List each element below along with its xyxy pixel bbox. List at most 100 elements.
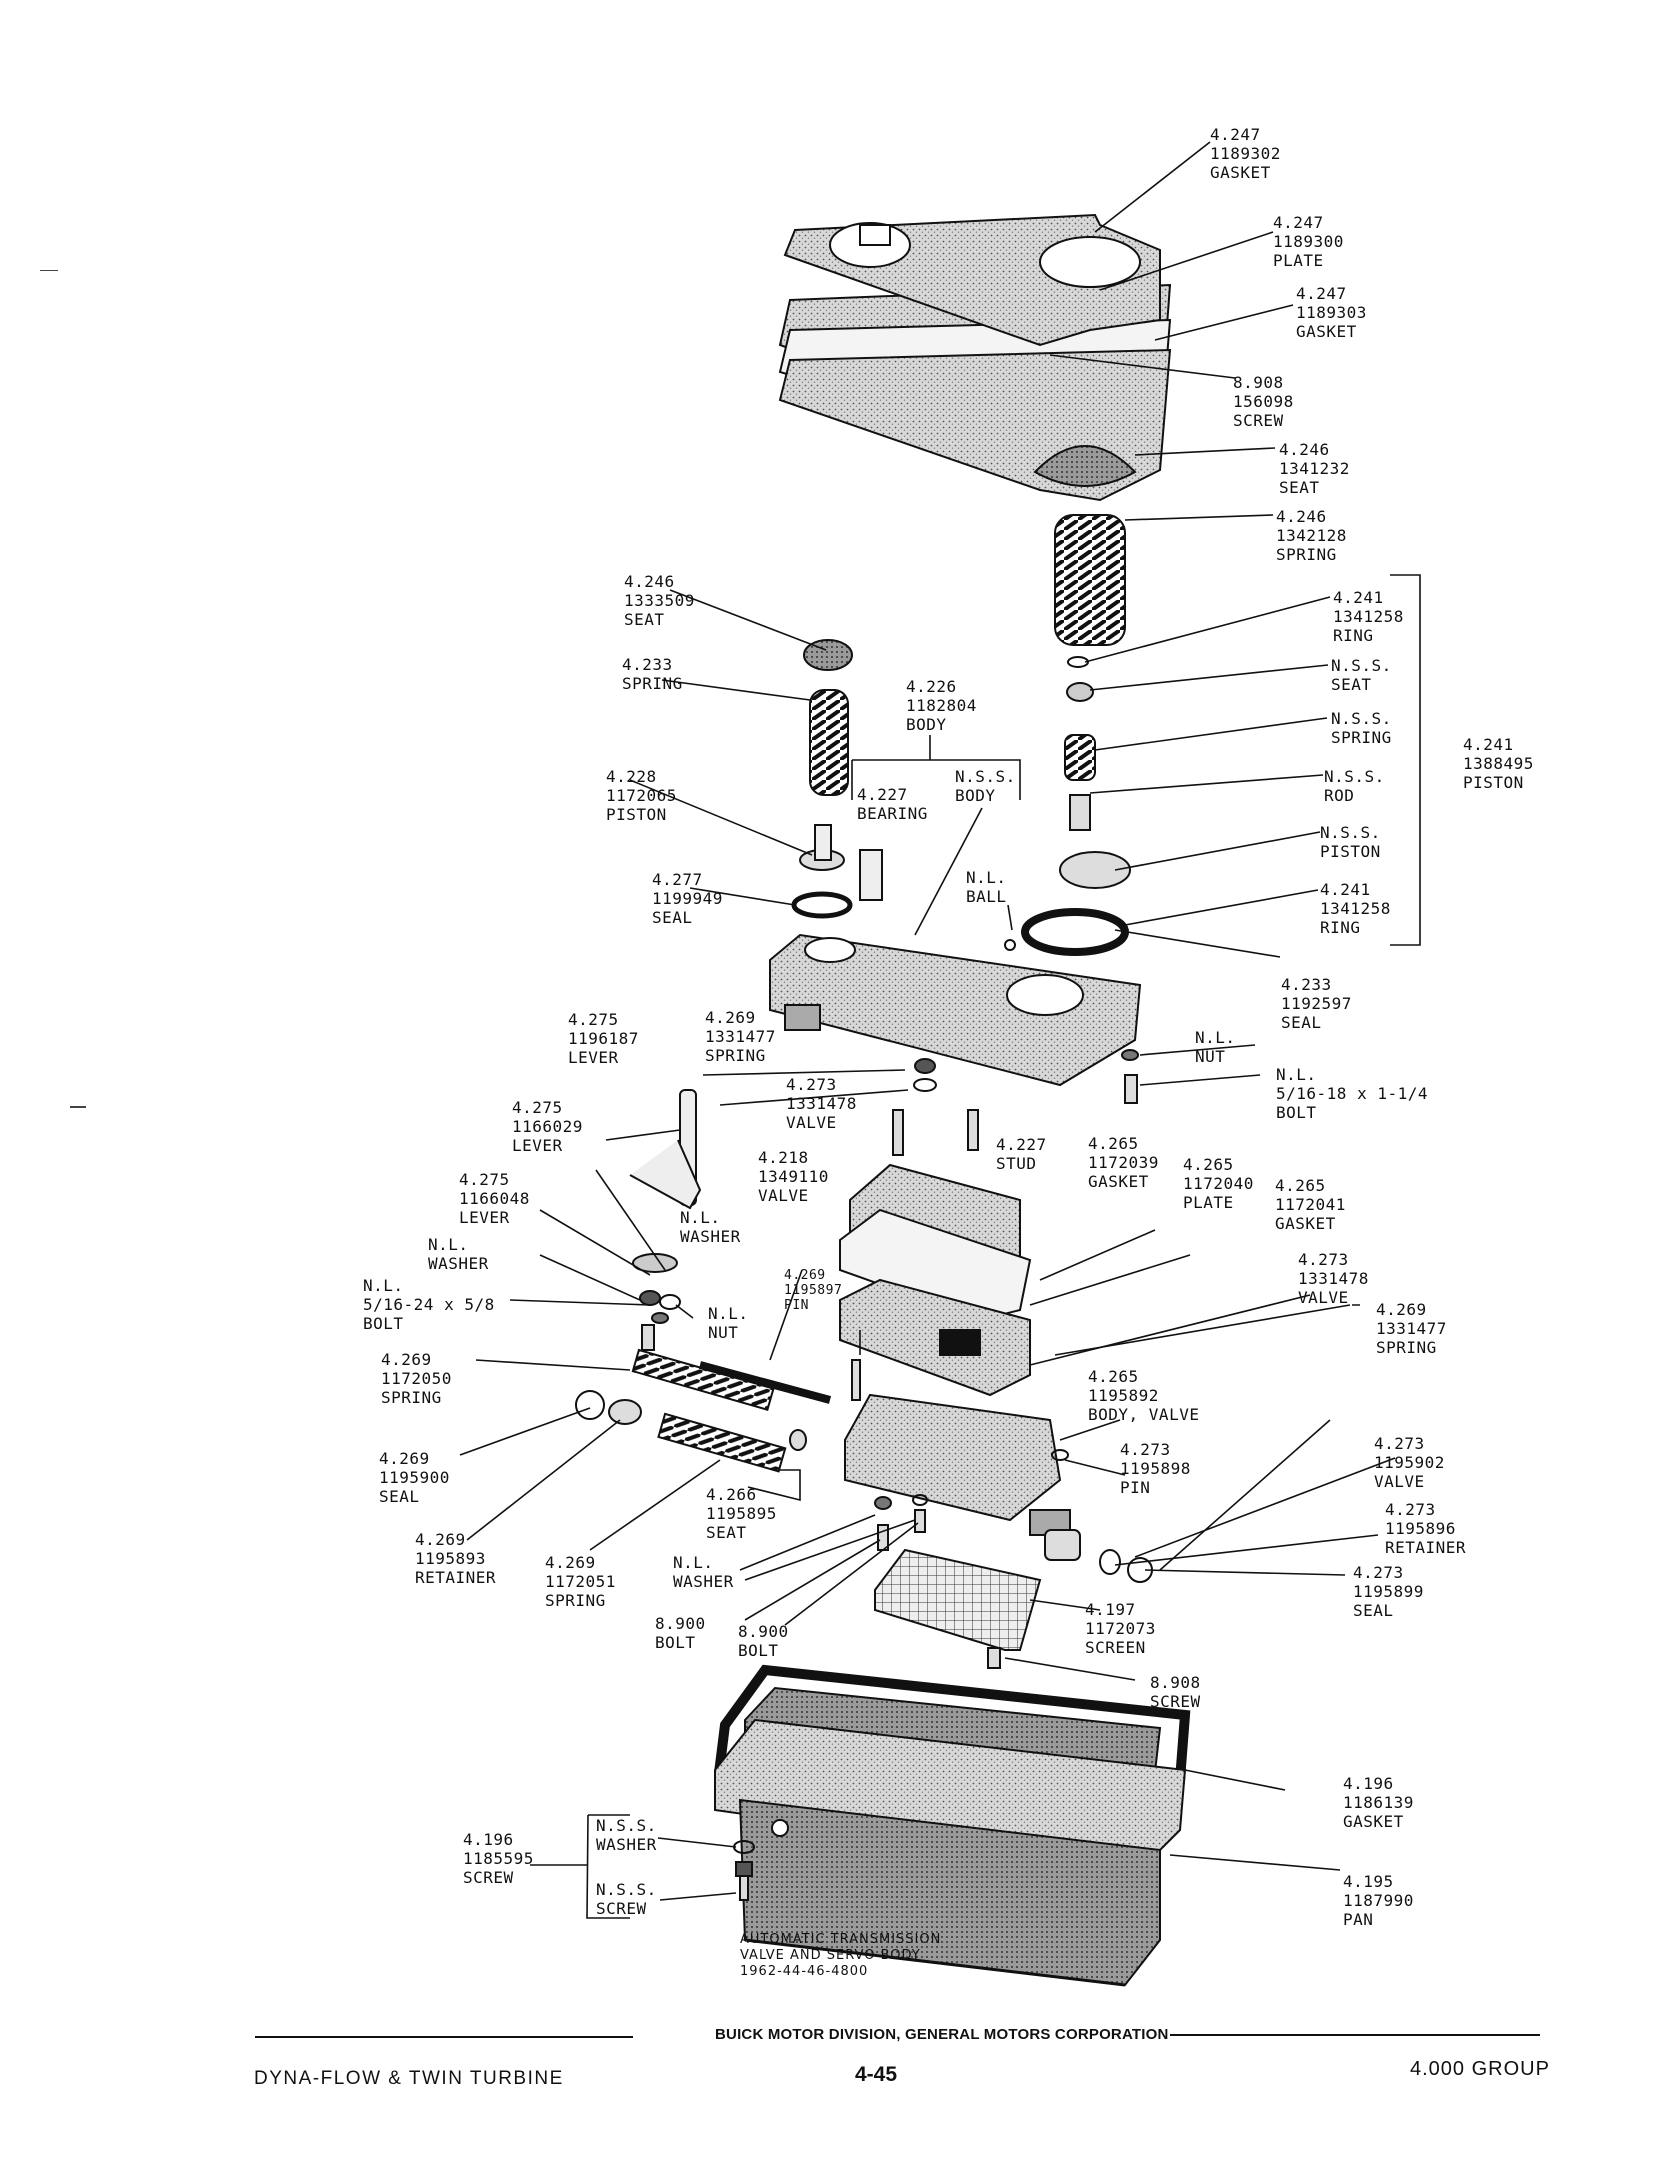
pan-screw	[733, 1840, 755, 1901]
callout-line: PLATE	[1273, 251, 1324, 270]
callout-line: 1189300	[1273, 232, 1344, 251]
callout-line: 1349110	[758, 1167, 829, 1186]
callout-line: 8.900	[655, 1614, 706, 1633]
callout-line: SPRING	[705, 1046, 766, 1065]
callout-line: N.S.S.	[596, 1880, 657, 1899]
callout-line: 4.246	[1279, 440, 1330, 459]
callout-line: PISTON	[606, 805, 667, 824]
callout-line: 4.273	[786, 1075, 837, 1094]
left-servo-parts	[791, 639, 883, 919]
callout-line: PIN	[784, 1298, 809, 1313]
scan-mark	[70, 1106, 86, 1108]
callout-line: 4.196	[463, 1830, 514, 1849]
callout-line: 1195892	[1088, 1386, 1159, 1405]
callout-line: 4.246	[1276, 507, 1327, 526]
callout-line: N.L.	[1276, 1065, 1317, 1084]
callout-line: 4.266	[706, 1485, 757, 1504]
callout-line: SEAL	[652, 908, 693, 927]
callout-line: GASKET	[1343, 1812, 1404, 1831]
callout-line: RETAINER	[415, 1568, 497, 1587]
callout-nl-washer-b: N.L.WASHER	[428, 1235, 489, 1273]
callout-line: 1195900	[379, 1468, 450, 1487]
caption-line: AUTOMATIC TRANSMISSION	[740, 1932, 942, 1947]
callout-line: 4.196	[1343, 1774, 1394, 1793]
callout-line: WASHER	[680, 1227, 741, 1246]
callout-line: N.S.S.	[1320, 823, 1381, 842]
callout-nss-washer: N.S.S.WASHER	[596, 1816, 657, 1854]
callout-line: LEVER	[459, 1208, 510, 1227]
callout-line: 1196187	[568, 1029, 639, 1048]
servo-spring	[1054, 514, 1126, 646]
callout-line: 1195899	[1353, 1582, 1424, 1601]
mid-fasteners	[629, 1049, 1139, 1351]
caption-line: VALVE AND SERVO BODY	[740, 1948, 921, 1963]
callout-line: VALVE	[1298, 1288, 1349, 1307]
callout-line: SCREW	[1233, 411, 1284, 430]
callout-line: 4.273	[1120, 1440, 1171, 1459]
footer-group: 4.000 GROUP	[1410, 2058, 1550, 2080]
valve-plate-stack	[839, 1163, 1032, 1397]
callout-line: 8.900	[738, 1622, 789, 1641]
callout-line: PISTON	[1320, 842, 1381, 861]
callout-nss-spring: N.S.S.SPRING	[1331, 709, 1392, 747]
callout-nss-body: N.S.S.BODY	[955, 767, 1016, 805]
callout-line: STUD	[996, 1154, 1037, 1173]
callout-line: GASKET	[1296, 322, 1357, 341]
callout-line: 4.269	[1376, 1300, 1427, 1319]
callout-line: NUT	[708, 1323, 739, 1342]
callout-line: 1172065	[606, 786, 677, 805]
callout-line: WASHER	[673, 1572, 734, 1591]
callout-line: SEAT	[706, 1523, 747, 1542]
callout-line: 4.275	[459, 1170, 510, 1189]
callout-line: N.L.	[708, 1304, 749, 1323]
callout-line: SCREEN	[1085, 1638, 1146, 1657]
callout-line: 1195902	[1374, 1453, 1445, 1472]
callout-line: SEAL	[1353, 1601, 1394, 1620]
callout-line: 4.241	[1320, 880, 1371, 899]
callout-line: RING	[1320, 918, 1361, 937]
callout-line: 8.908	[1233, 373, 1284, 392]
callout-nss-rod: N.S.S.ROD	[1324, 767, 1385, 805]
callout-line: 1185595	[463, 1849, 534, 1868]
callout-line: PISTON	[1463, 773, 1524, 792]
callout-line: 4.273	[1298, 1250, 1349, 1269]
callout-line: N.S.S.	[596, 1816, 657, 1835]
caption-line: 1962-44-46-4800	[740, 1964, 869, 1979]
callout-line: 4.265	[1088, 1134, 1139, 1153]
callout-line: 4.273	[1374, 1434, 1425, 1453]
callout-line: GASKET	[1088, 1172, 1149, 1191]
callout-line: 1172073	[1085, 1619, 1156, 1638]
callout-line: 1172041	[1275, 1195, 1346, 1214]
callout-line: BEARING	[857, 804, 928, 823]
callout-line: 4.269	[381, 1350, 432, 1369]
callout-line: 4.269	[415, 1530, 466, 1549]
callout-line: 4.247	[1296, 284, 1347, 303]
callout-line: 4.269	[784, 1268, 826, 1283]
callout-line: BALL	[966, 887, 1007, 906]
callout-line: 1331477	[705, 1027, 776, 1046]
